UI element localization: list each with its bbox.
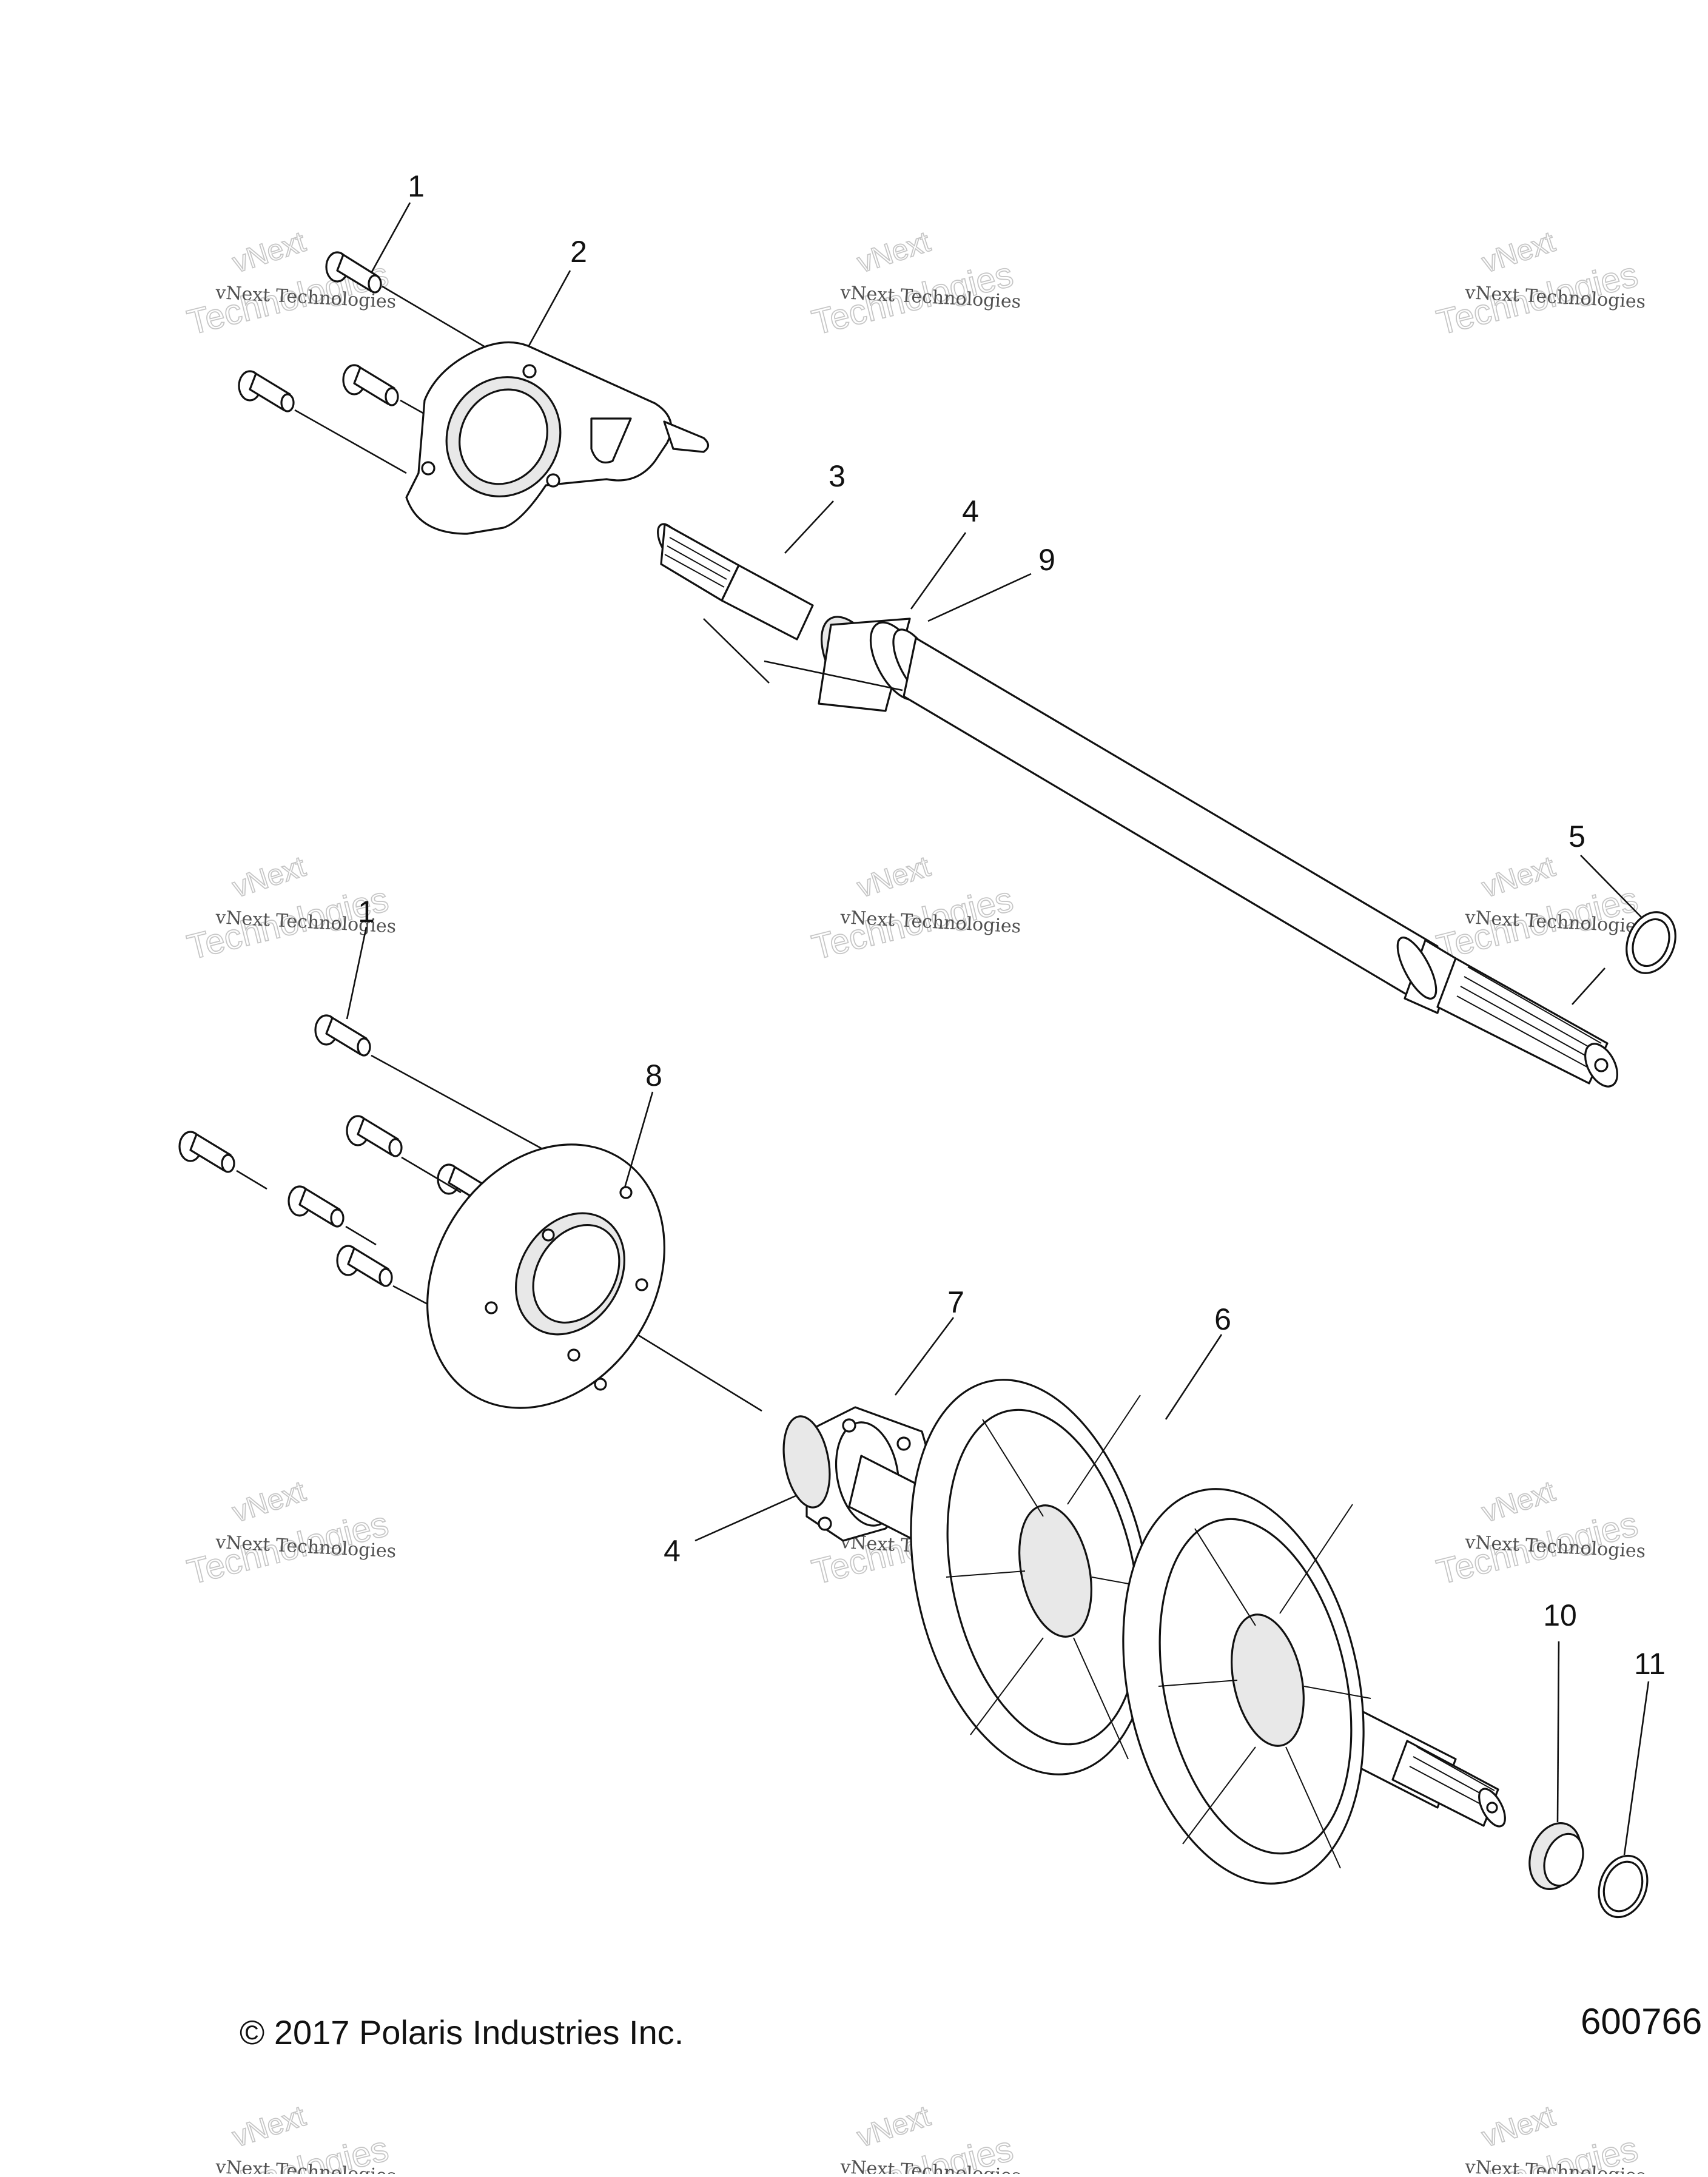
bearing-flange-lower [426,1143,665,1409]
watermark-brand: vNext [853,2100,934,2153]
watermark-brand: vNext [1478,1475,1559,1529]
callout-9: 9 [1038,543,1055,577]
bolt-upper-mid [342,364,399,406]
drive-shaft-upper [657,523,1618,1088]
bolt-upper-left [238,370,295,412]
copyright-notice: © 2017 Polaris Industries Inc. [240,2013,684,2051]
callout-4-upper: 4 [962,494,979,528]
drive-sprocket-right [1122,1488,1371,1885]
callout-8: 8 [645,1058,662,1092]
bolt-lower-2 [346,1115,403,1157]
callout-labels: 1 2 3 4 9 5 1 8 7 6 4 10 11 [358,169,1666,1681]
bolt-lower-1 [314,1014,371,1057]
callout-7: 7 [947,1285,964,1319]
callout-4-lower: 4 [664,1534,681,1568]
callout-2: 2 [570,235,587,269]
drive-sprocket-left [910,1379,1159,1775]
callout-1-lower: 1 [358,895,375,929]
watermark-brand: vNext [1478,850,1559,904]
watermark-brand: vNext [229,850,309,904]
bolt-upper-top [325,251,382,294]
bolt-lower-5 [287,1185,345,1228]
watermark-brand: vNext [853,850,934,904]
bolt-lower-6 [336,1245,393,1287]
watermark-brand: vNext [853,226,934,279]
bearing-plate-upper [405,341,710,535]
callout-1-upper: 1 [408,169,425,203]
diagram-reference-number: 600766 [1581,2001,1703,2042]
watermark-brand: vNext [1478,226,1559,279]
watermark-brand: vNext [229,2100,309,2153]
callout-3: 3 [829,459,846,493]
callout-5: 5 [1568,819,1585,853]
callout-10: 10 [1543,1598,1577,1632]
watermark-brand: vNext [229,1475,309,1529]
watermark-brand: vNext [1478,2100,1559,2153]
callout-leaders [346,202,1650,1856]
retaining-ring-upper [1626,911,1676,974]
retaining-ring-11 [1598,1854,1649,1919]
watermark-brand: vNext [229,226,309,279]
bolt-lower-4 [178,1131,235,1173]
bearing-10 [1528,1822,1584,1890]
callout-6: 6 [1214,1302,1231,1336]
callout-11: 11 [1634,1647,1666,1681]
